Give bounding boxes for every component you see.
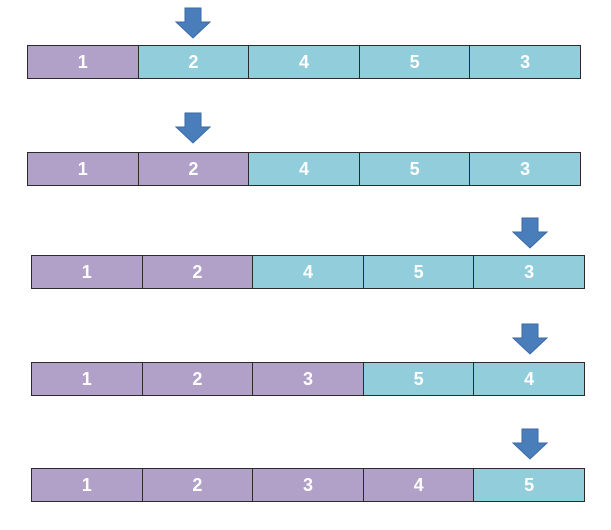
unsorted-cell: 3 xyxy=(474,256,584,288)
sorted-cell: 2 xyxy=(142,469,254,501)
down-arrow-icon xyxy=(175,112,212,144)
unsorted-cell: 5 xyxy=(363,363,475,395)
sorted-cell: 1 xyxy=(28,46,139,78)
unsorted-cell: 5 xyxy=(359,46,471,78)
sorted-cell: 2 xyxy=(142,256,254,288)
sorted-cell: 2 xyxy=(138,153,250,185)
unsorted-cell: 4 xyxy=(474,363,584,395)
sorted-cell: 3 xyxy=(253,469,364,501)
down-arrow-icon xyxy=(511,323,548,355)
unsorted-cell: 3 xyxy=(470,46,580,78)
unsorted-cell: 5 xyxy=(474,469,584,501)
unsorted-cell: 2 xyxy=(138,46,250,78)
sorted-cell: 4 xyxy=(363,469,475,501)
sorted-cell: 1 xyxy=(32,469,143,501)
down-arrow-icon xyxy=(511,428,548,460)
down-arrow-icon xyxy=(511,217,548,249)
unsorted-cell: 5 xyxy=(363,256,475,288)
sorted-cell: 1 xyxy=(32,363,143,395)
unsorted-cell: 4 xyxy=(249,153,360,185)
sorted-cell: 2 xyxy=(142,363,254,395)
unsorted-cell: 4 xyxy=(249,46,360,78)
sorted-cell: 1 xyxy=(32,256,143,288)
unsorted-cell: 4 xyxy=(253,256,364,288)
sorted-cell: 3 xyxy=(253,363,364,395)
sorted-cell: 1 xyxy=(28,153,139,185)
unsorted-cell: 3 xyxy=(470,153,580,185)
down-arrow-icon xyxy=(175,7,212,39)
unsorted-cell: 5 xyxy=(359,153,471,185)
